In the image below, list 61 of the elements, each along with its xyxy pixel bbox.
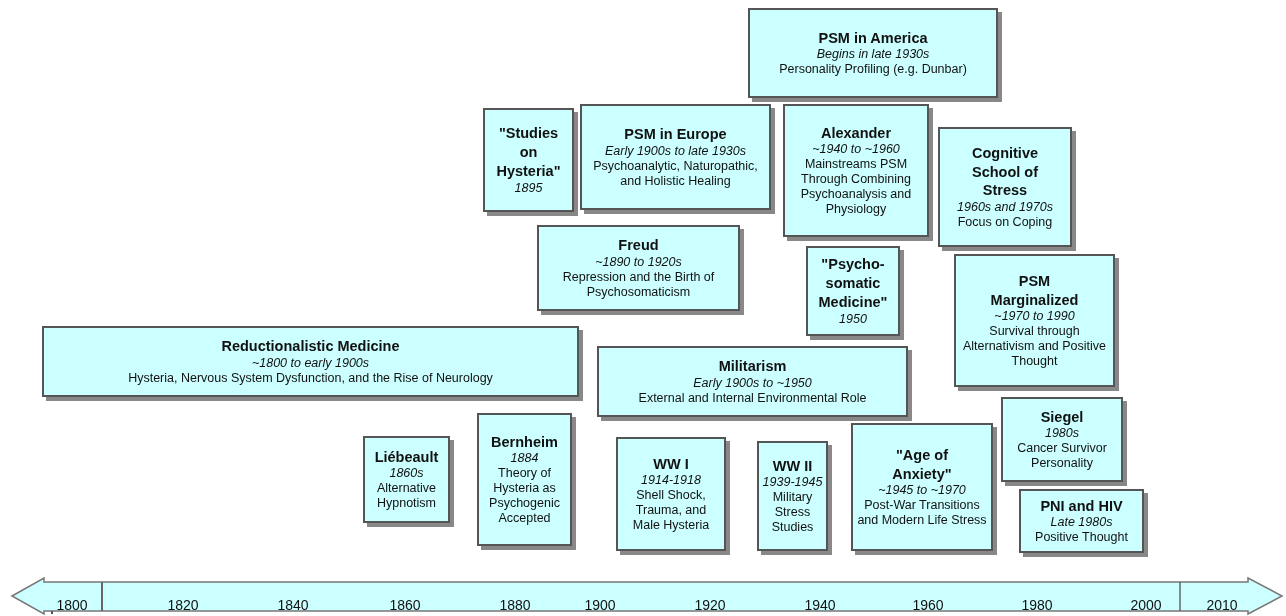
event-title: WW I (653, 454, 689, 474)
date-range: ~1945 to ~1970 (878, 483, 966, 499)
year-label: 1980 (1021, 597, 1053, 613)
event-title: PNI and HIV (1040, 496, 1123, 516)
event-title: Reductionalistic Medicine (221, 337, 400, 356)
event-title: Cognitive School of Stress (970, 143, 1040, 201)
event-description: Mainstreams PSM Through Combining Psychoanalysis and Physiology (799, 157, 913, 218)
date-range: Begins in late 1930s (816, 47, 930, 63)
event-description: Personality Profiling (e.g. Dunbar) (779, 62, 967, 78)
event-title: Liébeault (374, 447, 439, 467)
event-description: Theory of Hysteria as Psychogenic Accepted (488, 466, 561, 527)
event-description: Military Stress Studies (770, 490, 815, 536)
event-title: Alexander (820, 123, 892, 143)
event-description: Psychoanalytic, Naturopathic, and Holistic Healing (592, 158, 759, 189)
date-range: 1950 (839, 311, 867, 327)
year-label: 1960 (912, 597, 944, 613)
date-range: Early 1900s to late 1930s (604, 143, 747, 159)
event-description: Alternative Hypnotism (375, 481, 438, 512)
event-title: "Psycho-somatic Medicine" (817, 255, 889, 312)
event-title: Siegel (1040, 407, 1084, 427)
date-range: 1860s (389, 466, 424, 482)
date-range: 1980s (1044, 426, 1080, 442)
date-range: ~1970 to 1990 (994, 309, 1075, 325)
year-label: 1840 (277, 597, 309, 613)
event-description: Post-War Transitions and Modern Life Stress (856, 498, 988, 529)
event-description: Positive Thought (1035, 530, 1128, 546)
date-range: 1960s and 1970s (957, 200, 1053, 216)
event-description: Repression and the Birth of Psychosomaticism (561, 269, 716, 300)
year-label: 2000 (1130, 597, 1162, 613)
event-title: PSM in America (818, 28, 928, 48)
date-range: ~1890 to 1920s (595, 254, 682, 270)
event-description: Focus on Coping (957, 215, 1053, 231)
event-description: Survival through Alternativism and Positive Thought (961, 324, 1108, 370)
event-title: Militarism (718, 357, 787, 376)
event-title: "Age of Anxiety" (891, 445, 953, 484)
year-label: 1860 (389, 597, 421, 613)
date-range: Late 1980s (1050, 515, 1113, 531)
event-title: WW II (772, 456, 813, 476)
date-range: 1895 (514, 180, 543, 196)
event-title: Bernheim (491, 432, 558, 452)
date-range: 1939-1945 (762, 475, 823, 491)
year-label: 1800 (56, 597, 88, 613)
event-description: Cancer Survivor Personality (1016, 441, 1108, 472)
date-range: Early 1900s to ~1950 (693, 375, 812, 391)
date-range: 1884 (510, 451, 539, 467)
date-range: ~1940 to ~1960 (812, 142, 900, 158)
event-title: PSM Marginalized (989, 271, 1080, 310)
event-description: External and Internal Environmental Role (638, 390, 867, 406)
year-label: 1880 (499, 597, 531, 613)
event-title: PSM in Europe (624, 125, 727, 144)
event-description: Hysteria, Nervous System Dysfunction, and the Rise of Neurology (128, 370, 493, 386)
event-description: Shell Shock, Trauma, and Male Hysteria (631, 488, 711, 534)
year-label: 2010 (1206, 597, 1238, 613)
event-title: Freud (618, 236, 659, 255)
year-label: 1920 (694, 597, 726, 613)
year-label: 1940 (804, 597, 836, 613)
event-title: "Studies on Hysteria" (495, 124, 562, 181)
date-range: ~1800 to early 1900s (251, 355, 370, 371)
date-range: 1914-1918 (641, 473, 701, 489)
year-label: 1900 (584, 597, 616, 613)
year-label: 1820 (167, 597, 199, 613)
